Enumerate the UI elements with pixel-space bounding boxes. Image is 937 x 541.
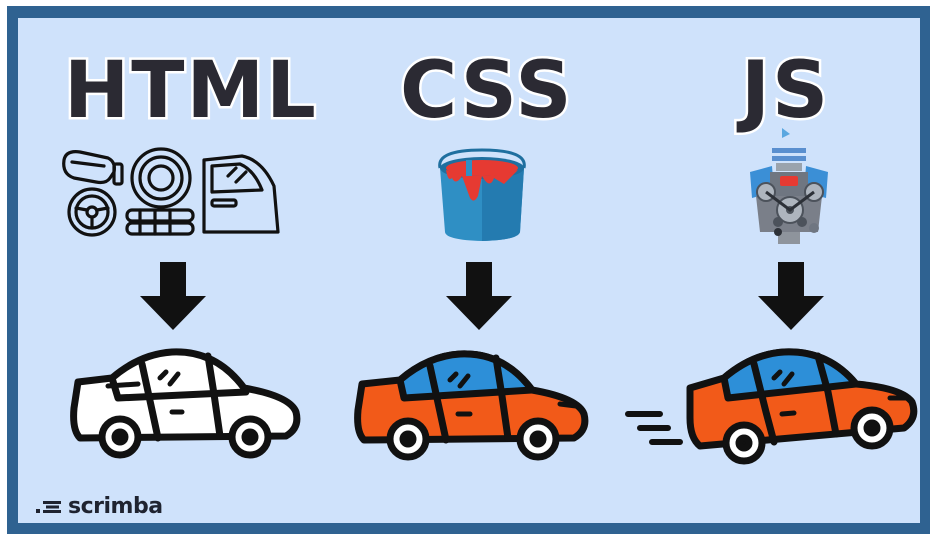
brand-logo: scrimba — [36, 494, 163, 519]
brand-name: scrimba — [68, 494, 163, 519]
heading-html: HTML — [62, 46, 319, 136]
down-arrow-icon — [140, 262, 206, 330]
down-arrow-icon — [758, 262, 824, 330]
heading-js: JS — [738, 46, 831, 136]
heading-css: CSS — [398, 46, 575, 136]
paint-bucket-icon — [438, 148, 526, 241]
scrimba-mark-icon — [36, 500, 61, 513]
car-painted-icon — [354, 350, 589, 461]
car-outline-icon — [70, 348, 301, 459]
car-parts-icon — [62, 147, 280, 237]
engine-icon — [750, 128, 828, 244]
down-arrow-icon — [446, 262, 512, 330]
car-moving-icon — [625, 348, 918, 465]
